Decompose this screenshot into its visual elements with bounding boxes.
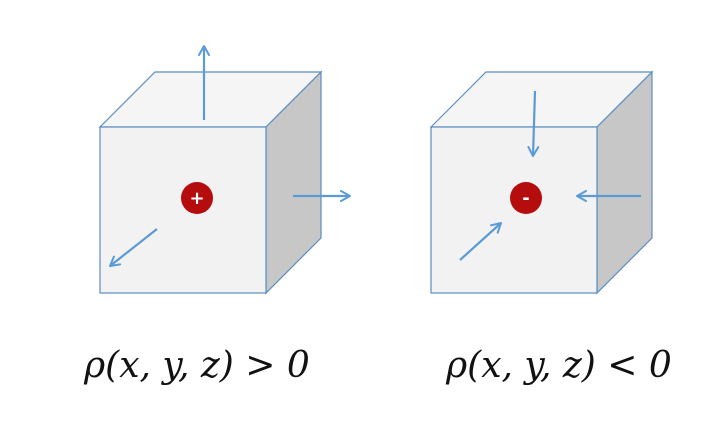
charge-symbol: + xyxy=(189,188,204,209)
negative-charge-badge: - xyxy=(510,182,542,214)
arrow-icon xyxy=(109,228,158,267)
cube-positive: + xyxy=(98,45,351,295)
cube-front-face xyxy=(430,126,598,294)
cube-front-face xyxy=(99,126,267,294)
arrow-icon xyxy=(459,222,502,261)
arrow-icon xyxy=(527,90,540,157)
charge-circle xyxy=(181,182,213,214)
formula-positive-density: ρ(x, y, z) > 0 xyxy=(84,345,310,386)
positive-charge-badge: + xyxy=(181,182,213,214)
formula-negative-density: ρ(x, y, z) < 0 xyxy=(446,345,672,386)
charge-circle xyxy=(510,182,542,214)
charge-symbol: - xyxy=(522,188,529,209)
cube-negative: - xyxy=(429,70,654,295)
